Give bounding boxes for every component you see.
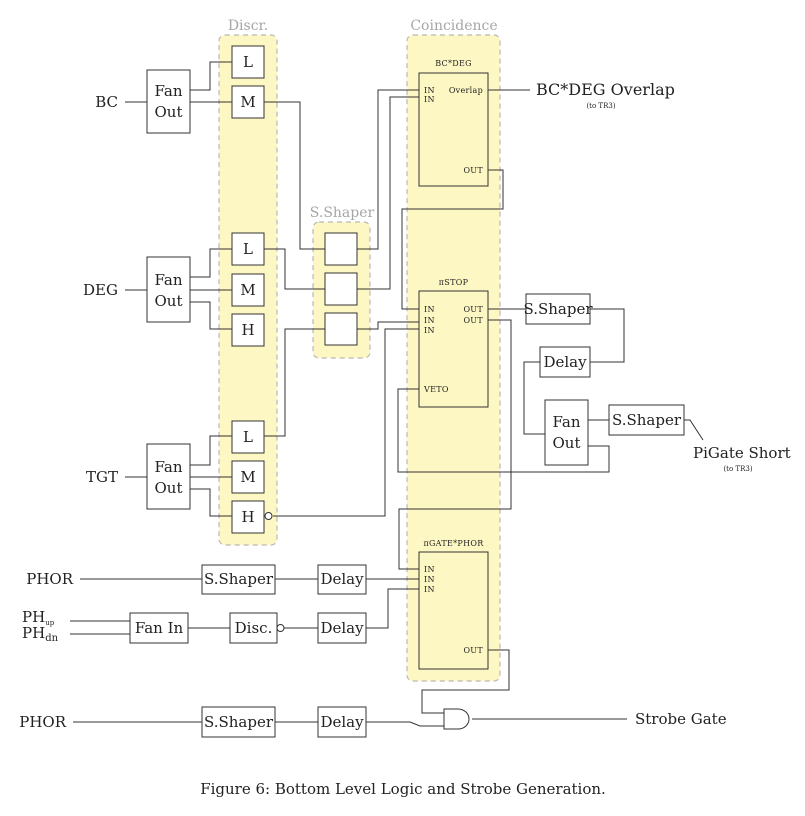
inverter-bubble-tgt-high [264,512,273,520]
output-bcdeg-overlap: BC*DEG Overlap [536,80,675,99]
svg-text:S.Shaper: S.Shaper [204,570,274,588]
inverter-bubble-disc [276,624,285,632]
output-bcdeg-overlap-note: (to TR3) [586,102,615,110]
coinc-bcdeg-title: BC*DEG [435,59,472,68]
sshaper-phor-bottom: S.Shaper [201,706,276,738]
svg-text:IN: IN [424,575,435,584]
svg-text:Out: Out [155,292,183,310]
svg-text:H: H [241,508,254,526]
svg-text:IN: IN [424,326,435,335]
fan-in-ph: Fan In [129,612,189,644]
svg-text:OUT: OUT [463,316,483,325]
discr-bc-low: L [231,45,265,79]
svg-text:OUT: OUT [463,646,483,655]
sshaper-phor-top: S.Shaper [201,564,276,595]
sshaper-box-3 [324,312,358,346]
fanout-bc: Fan Out [146,69,191,134]
output-pigate-short: PiGate Short [693,444,791,462]
coinc-pistop: πSTOP IN IN IN OUT OUT VETO [418,278,489,408]
svg-text:IN: IN [424,565,435,574]
delay-phor-top: Delay [317,564,367,595]
discr-deg-low: L [231,232,265,266]
delay-phor-bottom: Delay [317,706,367,738]
sshaper-box-2 [324,272,358,306]
figure-caption: Figure 6: Bottom Level Logic and Strobe … [200,780,606,798]
svg-text:S.Shaper: S.Shaper [523,300,593,318]
sshaper-right-top: S.Shaper [523,293,593,325]
svg-text:Out: Out [155,103,183,121]
discr-bc-mid: M [231,85,265,119]
svg-text:Delay: Delay [320,713,364,731]
discr-tgt-high: H [231,500,265,534]
input-label-bc: BC [95,93,118,111]
svg-text:IN: IN [424,585,435,594]
svg-text:M: M [240,281,255,299]
svg-text:Fan In: Fan In [135,619,184,637]
svg-text:IN: IN [424,316,435,325]
discr-deg-high: H [231,313,265,347]
svg-text:Fan: Fan [155,271,183,289]
svg-text:OUT: OUT [463,305,483,314]
svg-text:L: L [243,428,253,446]
svg-text:H: H [241,321,254,339]
svg-text:Delay: Delay [543,353,587,371]
fanout-right: Fan Out [544,399,589,466]
svg-text:Fan: Fan [155,458,183,476]
svg-text:Out: Out [553,434,581,452]
output-pigate-short-note: (to TR3) [723,465,752,473]
input-label-phor-top: PHOR [26,570,73,588]
sshaper-box-1 [324,232,358,266]
svg-text:Overlap: Overlap [449,86,483,95]
and-gate-icon [443,708,470,730]
coinc-bcdeg: BC*DEG IN IN Overlap OUT [418,59,489,187]
coincidence-zone-title: Coincidence [410,18,497,34]
input-label-ph-dn: PHdn [22,624,59,644]
fanout-tgt: Fan Out [146,443,191,510]
svg-text:Disc.: Disc. [235,619,273,637]
svg-text:Delay: Delay [320,570,364,588]
delay-right: Delay [539,346,591,378]
coinc-pistop-title: πSTOP [439,278,469,287]
fanout-deg: Fan Out [146,256,191,323]
input-label-phor-bottom: PHOR [19,713,66,731]
svg-text:S.Shaper: S.Shaper [204,713,274,731]
svg-text:S.Shaper: S.Shaper [612,411,682,429]
discr-zone-title: Discr. [228,18,268,34]
svg-text:M: M [240,93,255,111]
svg-text:OUT: OUT [463,166,483,175]
svg-text:L: L [243,240,253,258]
delay-ph: Delay [317,612,367,644]
svg-text:L: L [243,53,253,71]
svg-text:IN: IN [424,95,435,104]
discr-deg-mid: M [231,273,265,307]
wires [70,61,704,727]
sshaper-right-bottom: S.Shaper [608,404,685,436]
input-label-deg: DEG [83,281,118,299]
svg-text:Out: Out [155,479,183,497]
output-strobe-gate: Strobe Gate [635,710,727,728]
svg-text:M: M [240,468,255,486]
svg-text:Fan: Fan [155,82,183,100]
coinc-pigate-title: πGATE*PHOR [423,539,484,548]
svg-text:Delay: Delay [320,619,364,637]
coinc-pigate-phor: πGATE*PHOR IN IN IN OUT [418,539,489,670]
sshaper-zone-title: S.Shaper [310,205,375,221]
disc-ph: Disc. [229,612,278,644]
input-label-ph-up: PHup [22,608,55,627]
discr-tgt-mid: M [231,460,265,494]
discr-tgt-low: L [231,420,265,454]
input-label-tgt: TGT [86,468,118,486]
svg-text:Fan: Fan [553,413,581,431]
svg-text:IN: IN [424,86,435,95]
svg-text:VETO: VETO [423,385,449,394]
svg-text:IN: IN [424,305,435,314]
